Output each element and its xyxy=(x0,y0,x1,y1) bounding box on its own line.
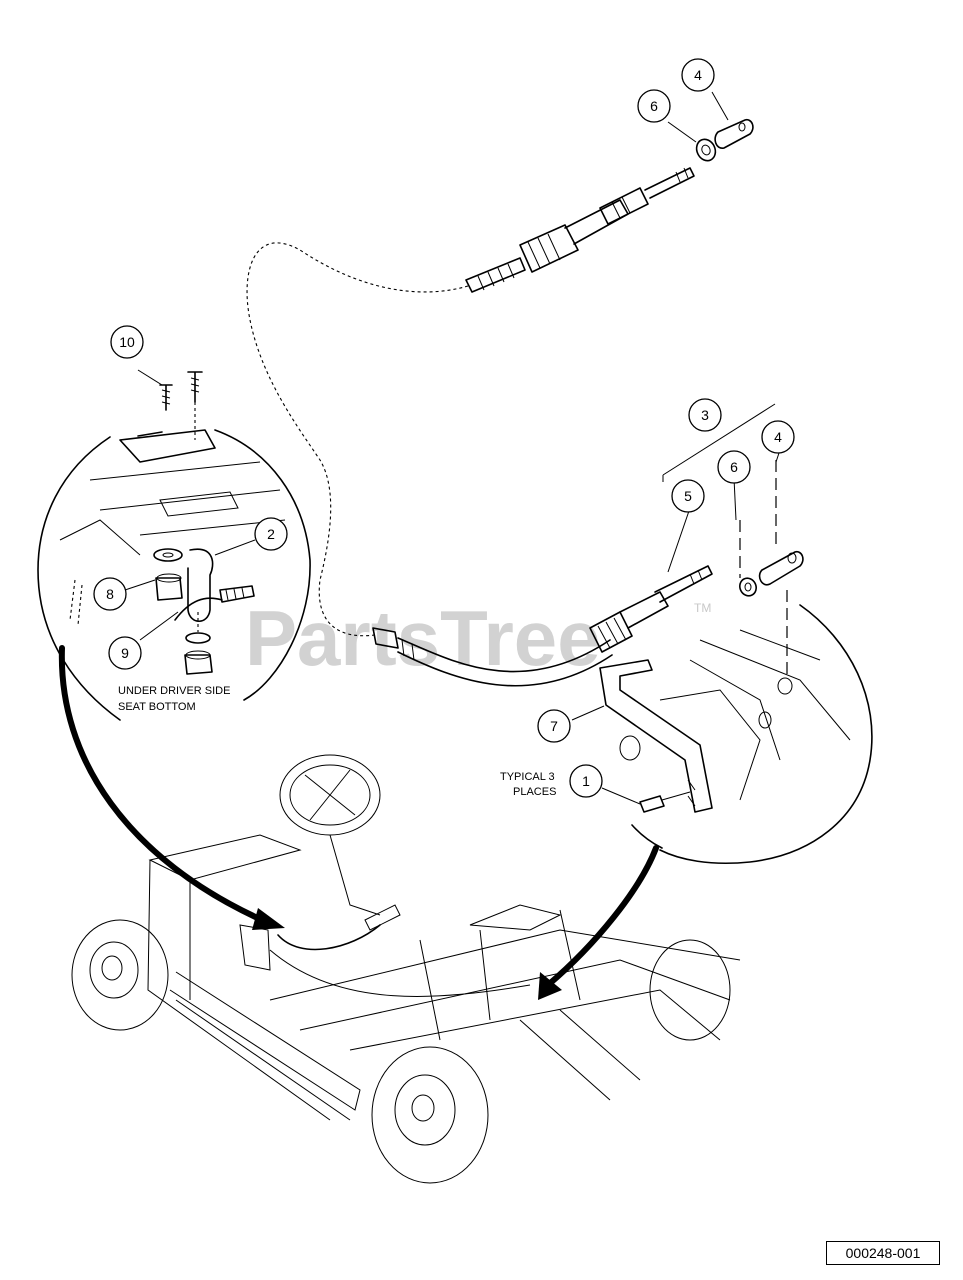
golf-cart-frame xyxy=(71,754,741,1184)
left-pointer-arrow xyxy=(58,645,265,923)
callout-6-upper: 6 xyxy=(637,89,671,123)
callout-5: 5 xyxy=(671,479,705,513)
callout-2-label: 2 xyxy=(267,526,275,542)
note-typical-line2: PLACES xyxy=(513,786,556,798)
callout-7: 7 xyxy=(537,709,571,743)
callout-5-label: 5 xyxy=(684,488,692,504)
callout-2: 2 xyxy=(254,517,288,551)
upper-cable-assembly xyxy=(246,91,754,637)
callout-10-label: 10 xyxy=(119,334,135,350)
right-pointer-arrow xyxy=(545,845,659,988)
callout-6-lower: 6 xyxy=(717,450,751,484)
watermark-brand: PartsTree xyxy=(245,594,601,682)
callout-9-label: 9 xyxy=(121,645,129,661)
callout-3: 3 xyxy=(688,398,722,432)
lower-cable-assembly xyxy=(372,403,804,687)
callout-4-lower: 4 xyxy=(761,420,795,454)
seat-detail-circle xyxy=(37,369,311,721)
callout-9: 9 xyxy=(108,636,142,670)
callout-10: 10 xyxy=(110,325,144,359)
watermark-tm: TM xyxy=(694,601,711,615)
right-arrow-head xyxy=(538,972,562,1000)
note-under-seat-line1: UNDER DRIVER SIDE xyxy=(118,685,230,697)
callout-4-upper: 4 xyxy=(681,58,715,92)
callout-1: 1 xyxy=(569,764,603,798)
callout-7-label: 7 xyxy=(550,718,558,734)
callout-4-lower-label: 4 xyxy=(774,429,782,445)
note-typical-line1: TYPICAL 3 xyxy=(500,771,555,783)
callout-1-label: 1 xyxy=(582,773,590,789)
bracket-detail-circle xyxy=(571,604,873,865)
left-arrow-head xyxy=(252,908,285,930)
callout-4-upper-label: 4 xyxy=(694,67,702,83)
callout-6-upper-label: 6 xyxy=(650,98,658,114)
callout-8: 8 xyxy=(93,577,127,611)
callout-3-label: 3 xyxy=(701,407,709,423)
figure-id-box: 000248-001 xyxy=(826,1241,940,1265)
note-under-seat-line2: SEAT BOTTOM xyxy=(118,701,196,713)
callout-6-lower-label: 6 xyxy=(730,459,738,475)
callout-8-label: 8 xyxy=(106,586,114,602)
